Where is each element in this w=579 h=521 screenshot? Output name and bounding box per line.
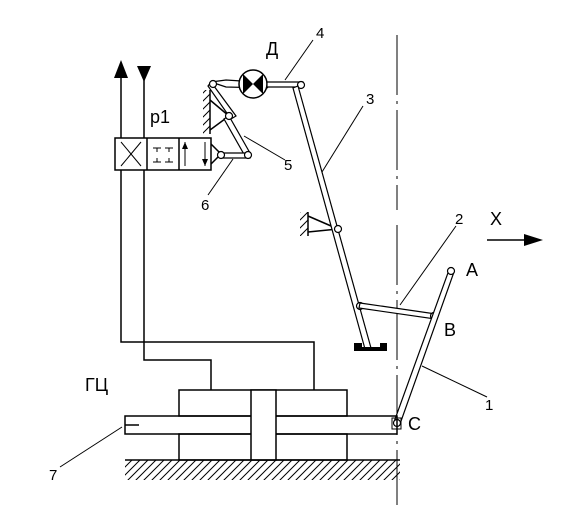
label-axis-x: X <box>490 209 502 229</box>
callout-4: 4 <box>316 25 324 42</box>
callout-5: 5 <box>284 157 292 174</box>
motor-d <box>238 69 306 99</box>
link-2 <box>358 302 439 321</box>
leader-lines <box>59 39 488 468</box>
x-direction-arrow <box>487 234 543 246</box>
callout-3: 3 <box>366 91 374 108</box>
label-valve: р1 <box>150 107 170 127</box>
label-point-c: C <box>408 414 421 434</box>
hydraulic-lines <box>114 60 315 390</box>
label-point-b: B <box>444 320 456 340</box>
label-motor: Д <box>266 39 278 59</box>
callout-1: 1 <box>485 397 493 414</box>
hydraulic-cylinder <box>124 389 400 480</box>
valve-p1 <box>114 137 223 171</box>
callout-7: 7 <box>49 467 57 484</box>
label-point-a: A <box>466 260 478 280</box>
lever-1 <box>391 266 456 430</box>
callout-6: 6 <box>201 197 209 214</box>
lever-3 <box>292 85 387 351</box>
callout-2: 2 <box>455 211 463 228</box>
label-cylinder: ГЦ <box>85 375 108 395</box>
